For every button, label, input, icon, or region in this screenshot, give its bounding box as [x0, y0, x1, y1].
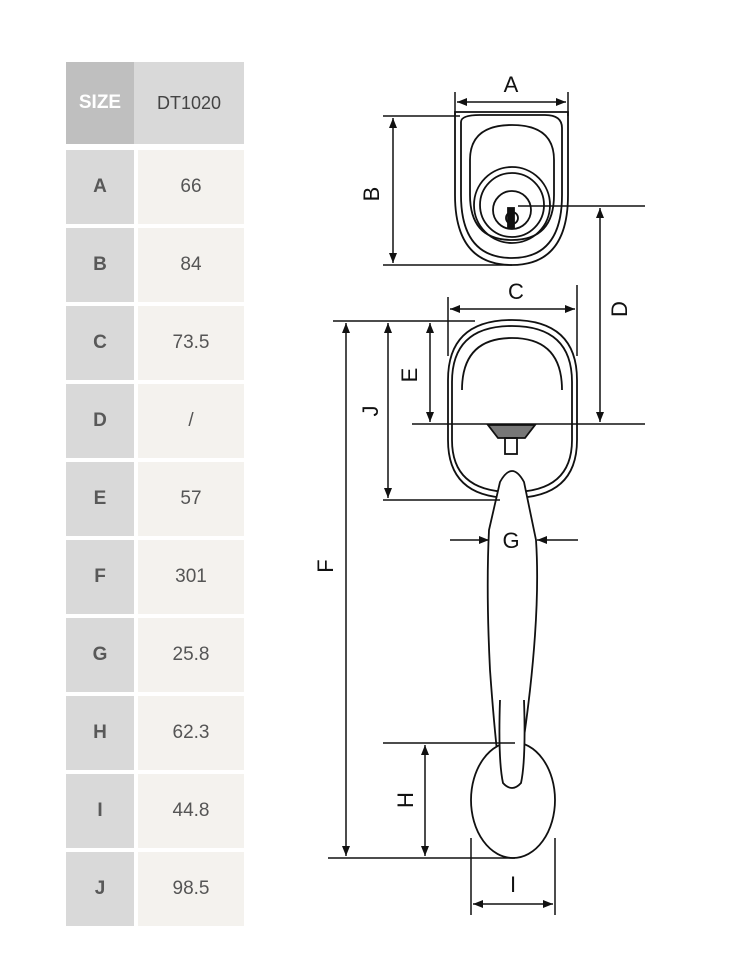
dimension-key: H — [66, 696, 134, 770]
dimension-value: 98.5 — [138, 852, 244, 926]
dimension-value: / — [138, 384, 244, 458]
dimension-key: B — [66, 228, 134, 302]
dimension-value: 62.3 — [138, 696, 244, 770]
label-d: D — [607, 301, 632, 317]
table-row: H 62.3 — [66, 696, 244, 770]
deadbolt-drawing — [454, 111, 569, 266]
label-a: A — [504, 72, 519, 97]
dimension-value: 25.8 — [138, 618, 244, 692]
label-h: H — [393, 792, 418, 808]
dimension-key: I — [66, 774, 134, 848]
dimension-lines — [328, 92, 645, 915]
dimension-value: 57 — [138, 462, 244, 536]
dimension-value: 73.5 — [138, 306, 244, 380]
dimension-key: F — [66, 540, 134, 614]
table-header-row: SIZE DT1020 — [66, 62, 244, 144]
handleset-drawing — [447, 319, 578, 859]
dimension-key: C — [66, 306, 134, 380]
table-row: J 98.5 — [66, 852, 244, 926]
dimension-labels: A B C D E J F G H I — [313, 72, 632, 897]
dimension-key: A — [66, 150, 134, 224]
label-c: C — [508, 279, 524, 304]
dimension-key: G — [66, 618, 134, 692]
dimension-value: 301 — [138, 540, 244, 614]
dimension-key: D — [66, 384, 134, 458]
table-row: F 301 — [66, 540, 244, 614]
dimension-value: 66 — [138, 150, 244, 224]
table-row: D / — [66, 384, 244, 458]
table-row: A 66 — [66, 150, 244, 224]
size-table: SIZE DT1020 A 66 B 84 C 73.5 D / E 57 F … — [66, 62, 244, 926]
table-row: E 57 — [66, 462, 244, 536]
table-row: C 73.5 — [66, 306, 244, 380]
table-row: I 44.8 — [66, 774, 244, 848]
dimension-key: J — [66, 852, 134, 926]
header-model-label: DT1020 — [134, 62, 244, 144]
label-j: J — [358, 406, 383, 417]
dimension-key: E — [66, 462, 134, 536]
table-row: G 25.8 — [66, 618, 244, 692]
dimension-value: 44.8 — [138, 774, 244, 848]
label-b: B — [359, 187, 384, 202]
header-size-label: SIZE — [66, 62, 134, 144]
label-g: G — [502, 528, 519, 553]
label-f: F — [313, 559, 338, 572]
label-i: I — [510, 872, 516, 897]
dimension-value: 84 — [138, 228, 244, 302]
label-e: E — [397, 368, 422, 383]
table-row: B 84 — [66, 228, 244, 302]
